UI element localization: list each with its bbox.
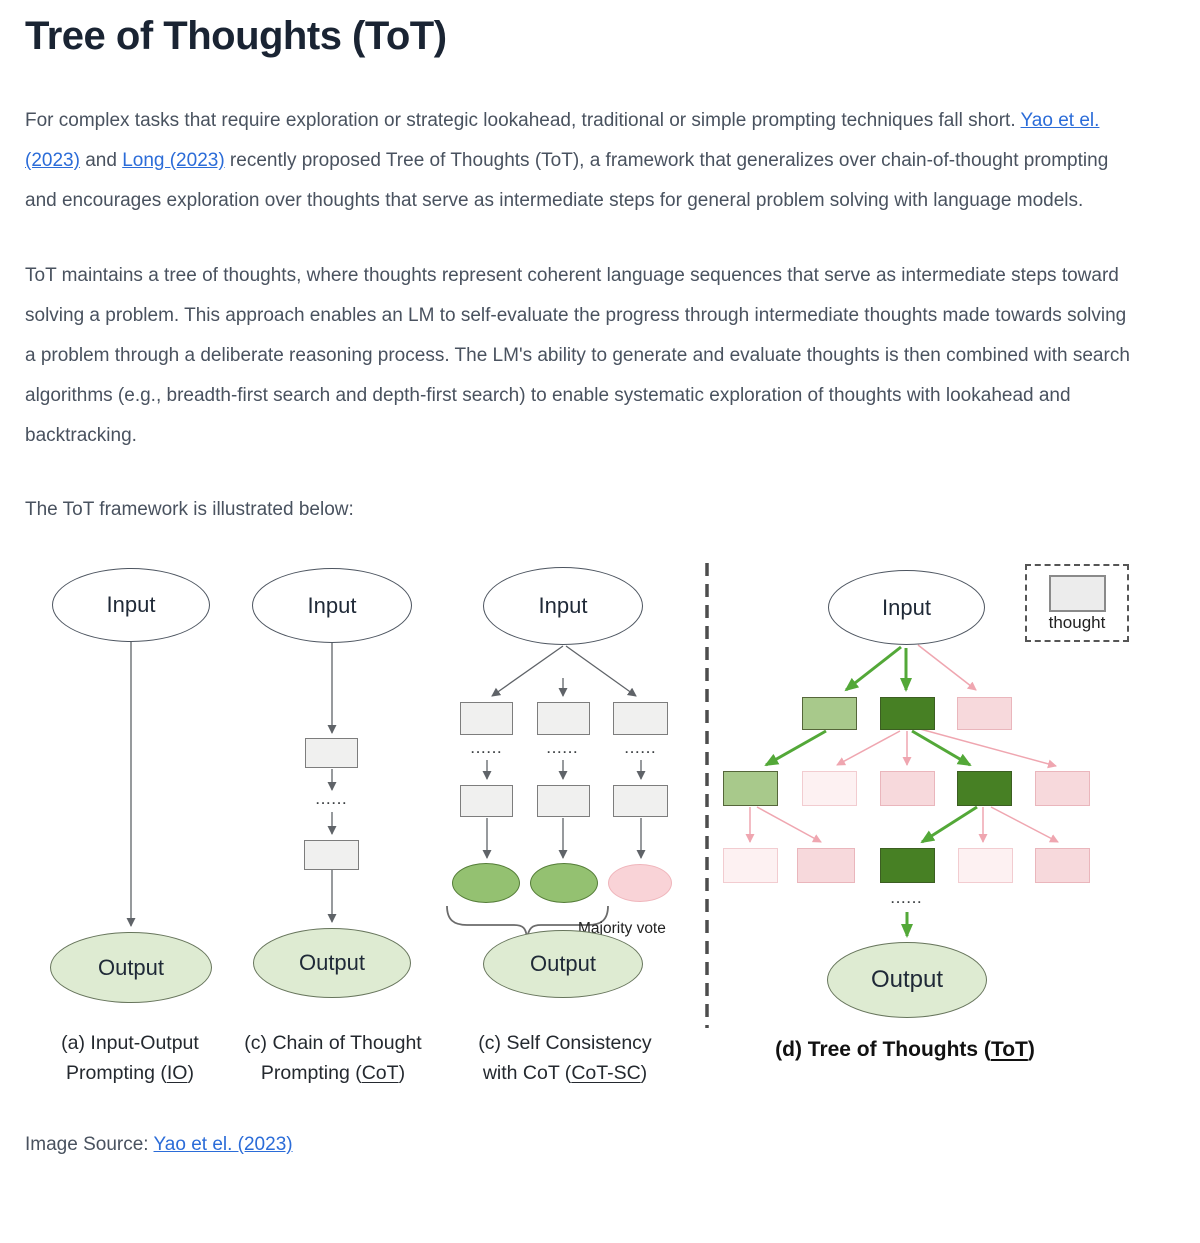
cotsc-ellipsis-dots: ...... — [624, 742, 657, 756]
cot-thought-box — [305, 738, 358, 768]
cot-ellipsis-dots: ...... — [315, 793, 348, 807]
caption-text: ) — [1027, 1038, 1035, 1061]
caption-text: with CoT ( — [482, 1062, 572, 1084]
tot-thought-box-pink-pale — [723, 848, 778, 883]
tot-thought-box-pink-pale — [802, 771, 857, 806]
tot-output-ellipse: Output — [827, 942, 987, 1018]
caption-text: (a) Input-Output — [61, 1032, 199, 1054]
tot-input-label: Input — [882, 594, 931, 620]
tot-thought-box-pink — [1035, 771, 1090, 806]
tot-selected-edges — [764, 645, 978, 938]
figure-lead-in: The ToT framework is illustrated below: — [25, 499, 354, 520]
image-source-label: Image Source: — [25, 1134, 154, 1155]
caption-abbr: CoT-SC — [571, 1062, 641, 1084]
link-yao-2023[interactable]: Yao et el. (2023) — [25, 110, 1100, 171]
io-input-label: Input — [106, 592, 156, 617]
thought-legend-label: thought — [1048, 613, 1106, 632]
cotsc-thought-box — [537, 785, 590, 817]
tot-thought-box-green-dark — [880, 697, 935, 730]
cotsc-thought-box — [613, 785, 668, 817]
tot-thought-box-green-light — [802, 697, 857, 730]
cot-input-label: Input — [307, 592, 357, 618]
cotsc-output-ellipse: Output — [483, 930, 643, 998]
cotsc-arrows — [482, 645, 646, 859]
tot-thought-box-green-light — [723, 771, 778, 806]
caption-text: ) — [187, 1062, 194, 1084]
caption-text: (d) Tree of Thoughts ( — [775, 1038, 991, 1061]
tot-thought-box-pink — [880, 771, 935, 806]
io-output-ellipse: Output — [50, 932, 212, 1003]
paragraph-text: For complex tasks that require explorati… — [25, 110, 1021, 131]
cotsc-vote-ellipse-pink — [608, 864, 672, 902]
intro-paragraph-2: ToT maintains a tree of thoughts, where … — [25, 265, 1130, 446]
cotsc-ellipsis-dots: ...... — [546, 742, 579, 756]
tot-framework-figure: Input Output (a) Input-Output Prompting … — [20, 550, 1180, 1090]
intro-paragraph-1: For complex tasks that require explorati… — [25, 101, 1138, 221]
io-output-label: Output — [97, 954, 165, 980]
tot-output-label: Output — [870, 966, 944, 993]
cotsc-thought-box — [460, 702, 513, 735]
cot-thought-box — [304, 840, 359, 870]
cot-output-ellipse: Output — [253, 928, 411, 998]
tot-ellipsis-dots: ...... — [890, 892, 923, 906]
cotsc-thought-box — [537, 702, 590, 735]
cotsc-thought-box — [613, 702, 668, 735]
cotsc-vote-ellipse-green — [452, 863, 520, 903]
caption-abbr: IO — [166, 1062, 188, 1084]
majority-vote-label: Majority vote — [578, 920, 666, 937]
tot-thought-box-green-dark — [957, 771, 1012, 806]
cotsc-thought-box — [460, 785, 513, 817]
thought-legend-swatch — [1048, 575, 1106, 612]
tot-thought-box-pink — [1035, 848, 1090, 883]
tot-pruned-edges — [745, 644, 1059, 843]
tot-thought-box-pink — [797, 848, 855, 883]
cotsc-output-label: Output — [529, 951, 597, 976]
caption-text: (c) Chain of Thought — [244, 1032, 422, 1054]
caption-text: (c) Self Consistency — [478, 1032, 652, 1054]
cotsc-input-label: Input — [538, 593, 588, 618]
tot-thought-box-pink-pale — [958, 848, 1013, 883]
paragraph-text: and — [79, 150, 123, 171]
image-source-line: Image Source: Yao et el. (2023) — [25, 1134, 1200, 1156]
image-source-link[interactable]: Yao et el. (2023) — [153, 1134, 293, 1155]
cot-input-ellipse: Input — [252, 568, 412, 643]
article: Tree of Thoughts (ToT) For complex tasks… — [0, 0, 1200, 530]
tot-thought-box-green-dark — [880, 848, 935, 883]
cotsc-vote-ellipse-green — [530, 863, 598, 903]
caption-abbr: ToT — [990, 1038, 1028, 1061]
tot-thought-box-pink — [957, 697, 1012, 730]
caption-abbr: CoT — [361, 1062, 399, 1084]
caption-text: Prompting ( — [260, 1062, 362, 1084]
page-title: Tree of Thoughts (ToT) — [25, 14, 447, 58]
cot-output-label: Output — [298, 950, 366, 975]
tot-input-ellipse: Input — [828, 570, 985, 645]
cot-caption: (c) Chain of Thought Prompting (CoT) — [228, 1028, 438, 1088]
tot-caption: (d) Tree of Thoughts (ToT) — [755, 1038, 1055, 1062]
paragraph-text: recently proposed Tree of Thoughts (ToT)… — [25, 150, 1109, 211]
link-long-2023[interactable]: Long (2023) — [122, 150, 225, 171]
thought-legend: thought — [1025, 564, 1129, 642]
cotsc-ellipsis-dots: ...... — [470, 742, 503, 756]
io-input-ellipse: Input — [52, 568, 210, 642]
caption-text: Prompting ( — [66, 1062, 167, 1084]
caption-text: ) — [640, 1062, 648, 1084]
caption-text: ) — [398, 1062, 406, 1084]
cotsc-input-ellipse: Input — [483, 567, 643, 645]
cotsc-caption: (c) Self Consistency with CoT (CoT-SC) — [460, 1028, 670, 1088]
io-caption: (a) Input-Output Prompting (IO) — [25, 1028, 235, 1088]
